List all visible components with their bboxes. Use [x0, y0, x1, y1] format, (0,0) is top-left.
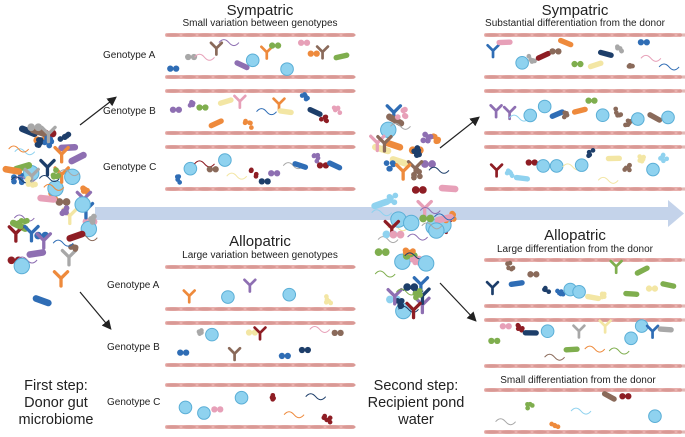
second-step-caption: Second step: Recipient pond water [360, 378, 472, 429]
bottom-right-title: Allopatric [544, 227, 606, 244]
branch-arrows [79, 96, 480, 330]
bottom-right-subtitle-small: Small differentiation from the donor [500, 375, 656, 386]
main-progression-arrow [95, 200, 684, 227]
top-left-subtitle: Small variation between genotypes [182, 18, 338, 29]
genotype-a-label-top: Genotype A [103, 50, 156, 61]
genotype-c-label-top: Genotype C [103, 162, 157, 173]
strip-bl-a [165, 265, 356, 311]
bottom-left-subtitle: Large variation between genotypes [182, 250, 338, 261]
first-step-line-1: First step: [24, 378, 88, 394]
strip-br-b [484, 318, 685, 368]
first-step-caption: First step: Donor gut microbiome [4, 378, 108, 429]
donor-gut-community [2, 123, 98, 307]
strip-tl-b [165, 89, 356, 135]
top-left-title: Sympatric [226, 2, 294, 19]
strip-br-c [484, 388, 685, 434]
strip-br-a [484, 258, 685, 308]
strip-tr-a [484, 33, 685, 79]
second-step-line-2: Recipient pond [367, 395, 465, 411]
bottom-left-title: Allopatric [229, 233, 291, 250]
genotype-b-label-top: Genotype B [103, 106, 156, 117]
recipient-pond-community [369, 104, 459, 320]
bottom-right-subtitle: Large differentiation from the donor [496, 244, 654, 255]
strip-tr-c [484, 145, 685, 191]
second-step-line-1: Second step: [373, 378, 459, 394]
first-step-line-3: microbiome [18, 412, 94, 428]
first-step-line-2: Donor gut [24, 395, 88, 411]
genotype-c-label-bottom: Genotype C [107, 397, 161, 408]
strip-tl-a [165, 33, 356, 79]
genotype-b-label-bottom: Genotype B [107, 342, 160, 353]
strip-tl-c [165, 145, 356, 191]
top-right-subtitle: Substantial differentiation from the don… [485, 18, 665, 29]
strip-bl-b [165, 321, 356, 367]
strip-tr-b [484, 89, 685, 135]
strip-bl-c [165, 383, 356, 429]
top-right-title: Sympatric [541, 2, 609, 19]
second-step-line-3: water [398, 412, 434, 428]
genotype-a-label-bottom: Genotype A [107, 280, 160, 291]
